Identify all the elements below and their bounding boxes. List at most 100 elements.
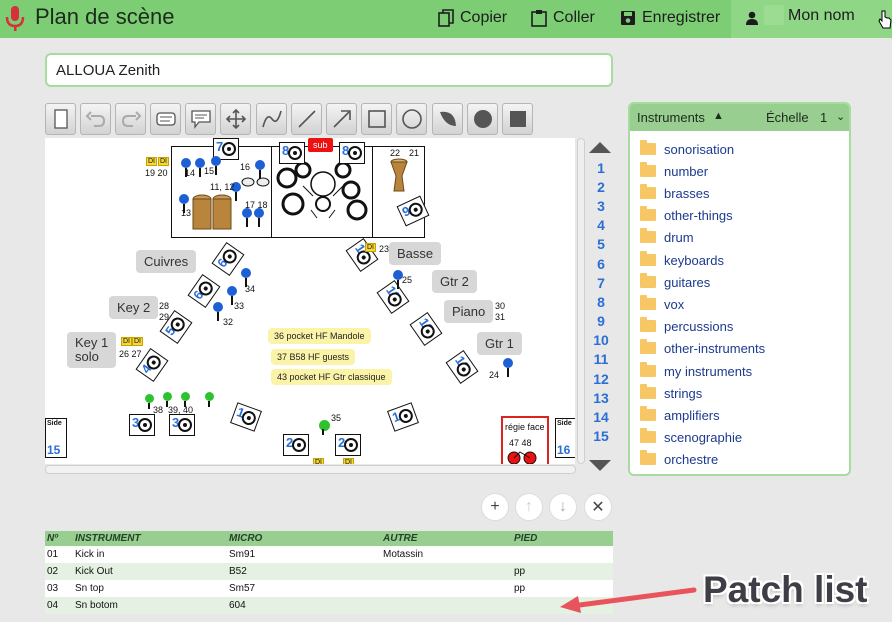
tool-circle[interactable] (396, 103, 427, 135)
mic[interactable] (213, 302, 223, 321)
chevron-down-icon[interactable]: ⌄ (836, 111, 846, 123)
monitor-wedge[interactable]: 1 (387, 402, 419, 432)
line-number[interactable]: 8 (597, 294, 605, 310)
side-fill-left[interactable]: Side 15 (45, 418, 67, 458)
cell[interactable]: pp (512, 580, 613, 597)
note[interactable]: 43 pocket HF Gtr classique (271, 369, 392, 385)
label-key2[interactable]: Key 2 (109, 296, 159, 319)
move-up-button[interactable]: ↑ (515, 493, 543, 521)
folder-item[interactable]: percussions (640, 316, 733, 336)
tool-rectangle[interactable] (361, 103, 392, 135)
cell[interactable]: B52 (227, 563, 381, 580)
cell[interactable]: Kick in (73, 546, 227, 563)
folder-item[interactable]: vox (640, 294, 684, 314)
tool-move[interactable] (220, 103, 251, 135)
tool-text[interactable] (150, 103, 181, 135)
line-number[interactable]: 13 (593, 390, 609, 406)
monitor-wedge[interactable]: 6 (211, 242, 245, 276)
line-number[interactable]: 11 (593, 351, 609, 367)
mic[interactable] (227, 286, 237, 305)
monitor-wedge[interactable]: 8 (279, 142, 305, 164)
label-key1-solo[interactable]: Key 1 solo (67, 332, 117, 368)
cell[interactable]: Sn top (73, 580, 227, 597)
tool-undo[interactable] (80, 103, 111, 135)
monitor-wedge[interactable]: 2 (283, 434, 309, 456)
canvas-vertical-scrollbar[interactable] (577, 138, 585, 464)
mic[interactable] (393, 270, 403, 289)
scale-select[interactable]: 1 (820, 110, 828, 125)
note[interactable]: 37 B58 HF guests (271, 349, 356, 365)
tool-redo[interactable] (115, 103, 146, 135)
folder-item[interactable]: guitares (640, 272, 710, 292)
vocal-mic-green[interactable] (145, 394, 154, 409)
cell[interactable]: Kick Out (73, 563, 227, 580)
scroll-up-icon[interactable] (588, 141, 612, 154)
tool-filled-rect[interactable] (502, 103, 533, 135)
paste-button[interactable]: Coller (531, 6, 595, 30)
folder-item[interactable]: strings (640, 383, 702, 403)
mic[interactable] (181, 158, 191, 177)
folder-item[interactable]: number (640, 161, 708, 181)
tool-arrow[interactable] (326, 103, 357, 135)
line-number[interactable]: 10 (593, 332, 609, 348)
monitor-wedge[interactable]: 8 (339, 142, 365, 164)
monitor-wedge[interactable]: 2 (335, 434, 361, 456)
line-number[interactable]: 4 (597, 217, 605, 233)
vocal-mic-green[interactable] (163, 392, 172, 407)
folder-item[interactable]: keyboards (640, 250, 724, 270)
monitor-wedge[interactable]: 3 (129, 414, 155, 436)
panel-title[interactable]: Instruments (637, 110, 705, 125)
monitor-wedge[interactable]: 7 (213, 138, 239, 160)
note[interactable]: 36 pocket HF Mandole (268, 328, 371, 344)
line-number[interactable]: 5 (597, 236, 605, 252)
mic[interactable] (241, 268, 251, 287)
label-gtr2[interactable]: Gtr 2 (432, 270, 477, 293)
line-number[interactable]: 9 (597, 313, 605, 329)
tool-line[interactable] (291, 103, 322, 135)
folder-item[interactable]: amplifiers (640, 405, 720, 425)
cell[interactable]: 04 (45, 597, 73, 614)
mic[interactable] (231, 182, 241, 201)
mic[interactable] (211, 156, 221, 175)
folder-item[interactable]: other-things (640, 205, 733, 225)
monitor-wedge[interactable]: 11 (376, 280, 410, 314)
line-number[interactable]: 3 (597, 198, 605, 214)
move-down-button[interactable]: ↓ (549, 493, 577, 521)
mic[interactable] (242, 208, 252, 227)
line-number[interactable]: 14 (593, 409, 609, 425)
cell[interactable]: Sm57 (227, 580, 381, 597)
label-basse[interactable]: Basse (389, 242, 442, 265)
folder-item[interactable]: drum (640, 227, 694, 247)
save-button[interactable]: Enregistrer (620, 6, 720, 30)
cell[interactable]: pp (512, 563, 613, 580)
label-cuivres[interactable]: Cuivres (136, 250, 197, 273)
cell[interactable]: Sn botom (73, 597, 227, 614)
line-number[interactable]: 2 (597, 179, 605, 195)
mic[interactable] (255, 160, 265, 179)
mic[interactable] (179, 194, 189, 213)
monitor-wedge[interactable]: 1 (230, 402, 262, 432)
monitor-wedge[interactable]: 13 (445, 350, 479, 384)
tool-comment[interactable] (185, 103, 216, 135)
table-row[interactable]: 03 Sn top Sm57 pp (45, 580, 613, 597)
cell[interactable] (381, 580, 512, 597)
cell[interactable]: 01 (45, 546, 73, 563)
folder-item[interactable]: orchestre (640, 449, 718, 469)
scroll-down-icon[interactable] (588, 459, 612, 472)
monitor-wedge[interactable]: 3 (169, 414, 195, 436)
label-piano[interactable]: Piano (444, 300, 494, 323)
line-number[interactable]: 7 (597, 275, 605, 291)
cell[interactable]: 604 (227, 597, 381, 614)
tool-curve[interactable] (256, 103, 287, 135)
tool-new[interactable] (45, 103, 76, 135)
delete-row-button[interactable]: ✕ (584, 493, 612, 521)
user-menu[interactable] (731, 0, 892, 38)
tool-filled-circle[interactable] (467, 103, 498, 135)
mic[interactable] (503, 358, 513, 377)
folder-item[interactable]: sonorisation (640, 139, 734, 159)
cell[interactable]: 02 (45, 563, 73, 580)
canvas-horizontal-scrollbar[interactable] (45, 465, 576, 474)
chevron-up-icon[interactable]: ▲ (713, 110, 724, 122)
line-number[interactable]: 1 (597, 160, 605, 176)
cell[interactable]: 03 (45, 580, 73, 597)
